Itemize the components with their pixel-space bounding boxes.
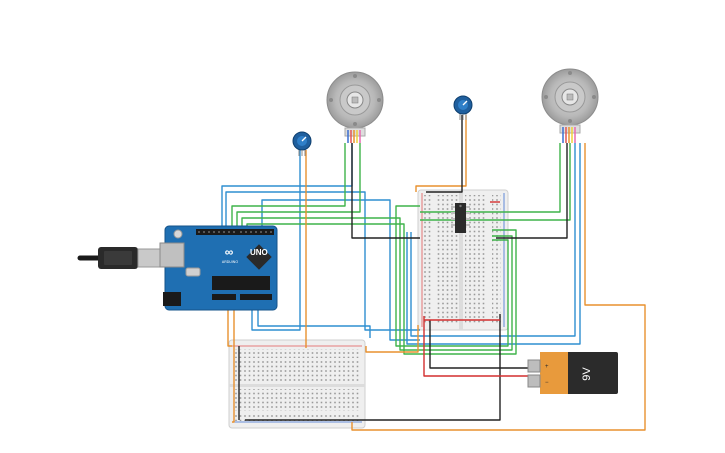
arduino-brand-label: ARDUINO xyxy=(222,260,238,264)
wire-black xyxy=(245,314,501,421)
wire-black xyxy=(351,143,420,239)
wires xyxy=(221,115,646,431)
wire-green xyxy=(246,223,517,355)
wire-black xyxy=(426,115,463,193)
potentiometer-left[interactable] xyxy=(292,131,312,156)
wire-orange xyxy=(365,325,419,353)
wire-green xyxy=(236,143,361,232)
wire-black xyxy=(429,320,530,369)
arduino-uno-board[interactable] xyxy=(159,225,278,311)
wire-blue xyxy=(251,150,301,331)
battery-label: 9V xyxy=(581,367,593,381)
wire-orange xyxy=(351,143,646,431)
stepper-motor-right[interactable] xyxy=(541,68,599,143)
wire-green xyxy=(395,205,509,347)
driver-chip[interactable] xyxy=(451,203,470,233)
wire-orange xyxy=(415,115,467,192)
wire-red xyxy=(423,316,530,377)
arduino-logo: ∞ xyxy=(225,245,234,259)
usb-cable[interactable] xyxy=(77,247,161,269)
wire-blue xyxy=(410,143,576,337)
battery-plus-sign: + xyxy=(545,364,549,370)
breadboard-right[interactable] xyxy=(417,189,509,331)
wire-black xyxy=(496,143,568,239)
wire-orange xyxy=(227,300,232,347)
wire-blue xyxy=(406,143,581,345)
wire-blue xyxy=(225,191,420,331)
battery-minus-sign: − xyxy=(545,380,549,386)
wire-orange xyxy=(232,300,235,423)
arduino-model-label: UNO xyxy=(250,248,268,257)
wire-green xyxy=(231,143,346,232)
wire-blue xyxy=(257,300,371,338)
stepper-motor-left[interactable] xyxy=(326,71,384,143)
breadboard-bottom[interactable] xyxy=(228,339,366,429)
wire-green xyxy=(241,217,513,351)
potentiometer-right[interactable] xyxy=(453,95,473,120)
battery-9v[interactable] xyxy=(527,352,618,394)
